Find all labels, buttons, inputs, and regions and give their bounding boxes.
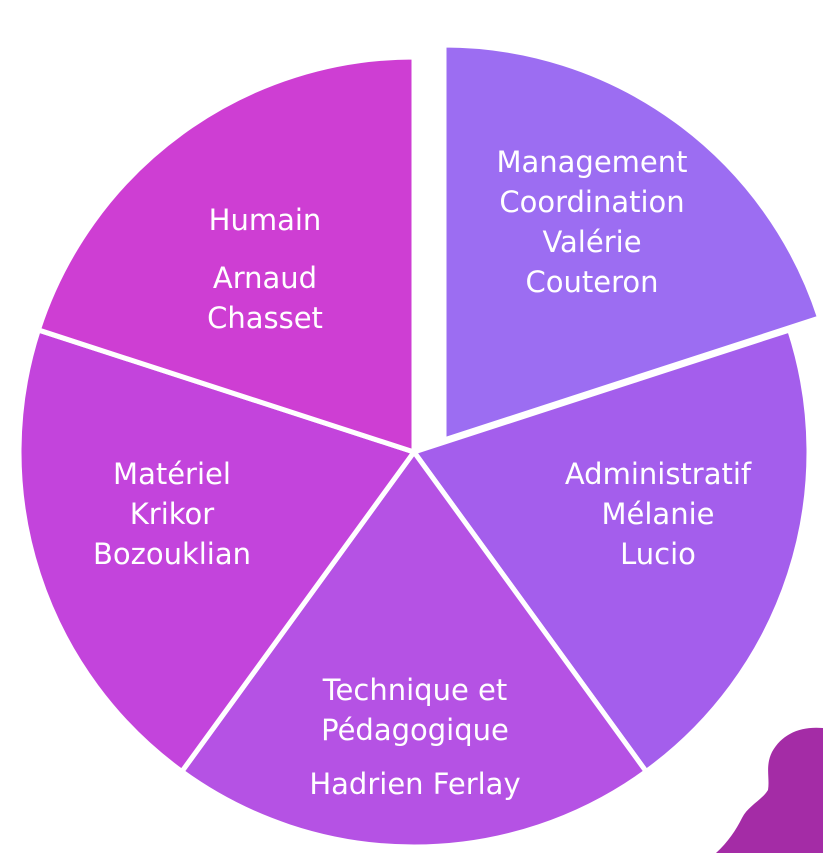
segment-label-line: Management <box>496 145 687 179</box>
segment-label-line: Hadrien Ferlay <box>309 767 520 801</box>
segment-label-line: Humain <box>209 203 322 237</box>
segment-label-line: Administratif <box>565 457 752 491</box>
segment-label-line: Mélanie <box>602 497 715 531</box>
pie-segment-technique <box>179 449 649 850</box>
segment-label-line: Lucio <box>620 537 696 571</box>
segment-label-line: Matériel <box>113 457 231 491</box>
segment-label-line: Arnaud <box>213 261 317 295</box>
segment-label-line: Chasset <box>207 301 323 335</box>
pie-segment-materiel <box>16 327 417 775</box>
segment-label-line: Pédagogique <box>321 713 509 747</box>
segment-label-line: Technique et <box>322 673 507 707</box>
segment-label-line: Krikor <box>130 497 215 531</box>
pie-segment-administratif <box>411 327 812 775</box>
segment-label-line: Bozouklian <box>93 537 251 571</box>
segment-label-line: Valérie <box>542 225 641 259</box>
pie-segment-humain <box>35 54 417 455</box>
segment-label-line: Couteron <box>526 265 659 299</box>
segment-label-line: Coordination <box>499 185 684 219</box>
pie-segment-management <box>441 42 823 443</box>
figurine-silhouette-icon <box>716 727 823 853</box>
